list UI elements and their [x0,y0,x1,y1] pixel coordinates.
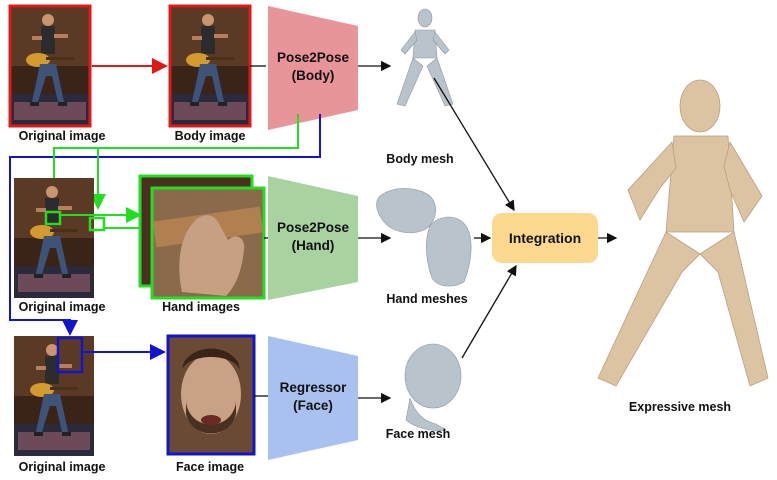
pose2pose-body-line1: Pose2Pose [268,49,358,67]
guitarist-photo-icon [170,6,250,126]
body-to-integration-arrow [434,78,514,210]
pose2pose-hand-line1: Pose2Pose [268,219,358,237]
integration-label: Integration [492,229,598,247]
body-image [170,6,250,126]
body-mesh-icon [397,9,453,106]
pose2pose-body-title: Pose2Pose (Body) [268,49,358,85]
regressor-face-line2: (Face) [268,397,358,415]
face-image-label: Face image [176,460,244,474]
original-image-2-label: Original image [19,300,106,314]
original-image-3-label: Original image [19,460,106,474]
original-image-2 [14,178,94,298]
hand-mesh-icon [377,188,472,286]
face-to-integration-arrow [462,266,516,358]
guitarist-photo-icon [10,6,90,126]
hand-images [140,176,264,298]
face-mesh-icon [405,344,461,431]
guitarist-photo-icon [14,178,94,298]
expressive-mesh-icon [598,80,768,386]
pose2pose-hand-title: Pose2Pose (Hand) [268,219,358,255]
pose2pose-body-line2: (Body) [268,67,358,85]
regressor-face-title: Regressor (Face) [268,379,358,415]
original-image-1 [10,6,90,126]
expressive-mesh-label: Expressive mesh [629,400,731,414]
regressor-face-line1: Regressor [268,379,358,397]
hand-images-label: Hand images [162,300,240,314]
face-mesh-label: Face mesh [386,427,451,441]
face-image [168,336,254,454]
pose2pose-hand-line2: (Hand) [268,237,358,255]
hand-meshes-label: Hand meshes [386,292,467,306]
body-mesh-label: Body mesh [386,152,453,166]
body-image-label: Body image [175,129,246,143]
original-image-1-label: Original image [19,129,106,143]
